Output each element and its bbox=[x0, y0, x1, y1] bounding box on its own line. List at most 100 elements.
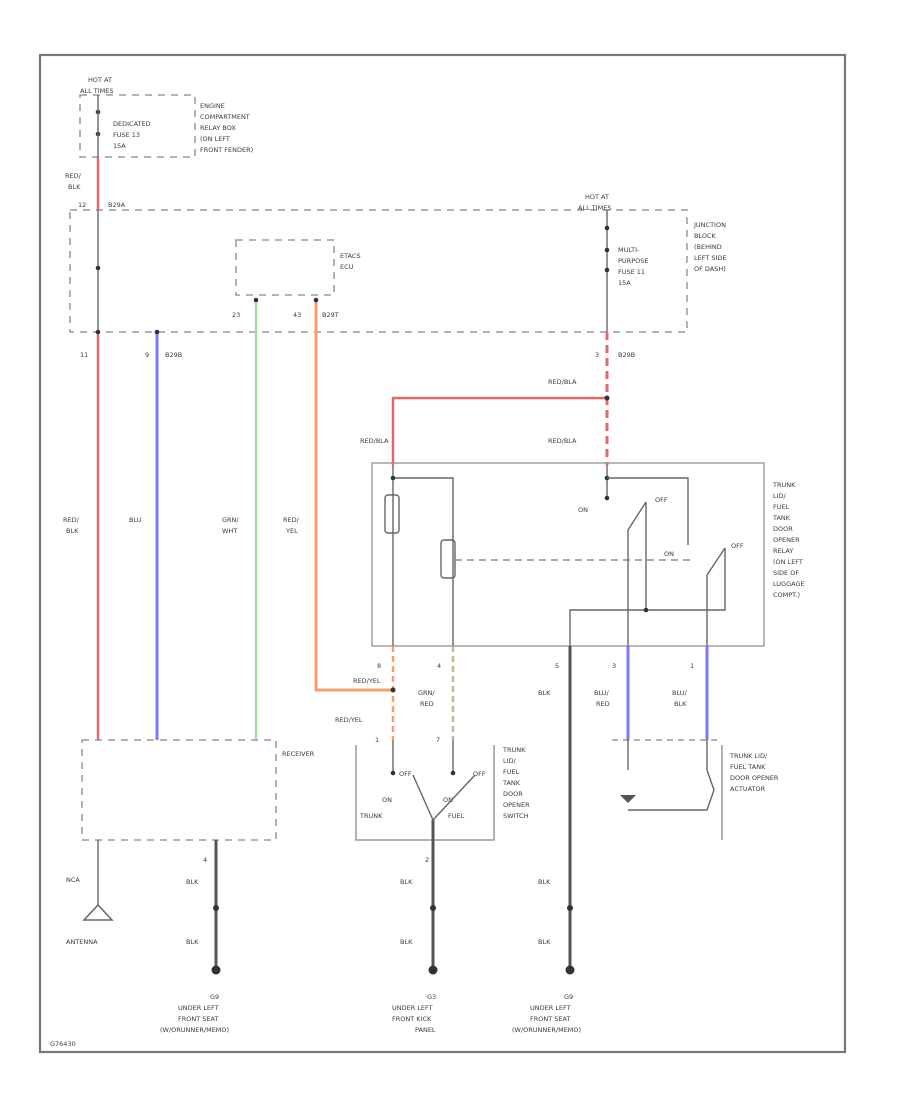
actuator-label-3: DOOR OPENER bbox=[730, 774, 779, 782]
g2-id: G3 bbox=[427, 993, 436, 1001]
relay-pin8: 8 bbox=[377, 662, 381, 670]
switch-on-b: ON bbox=[443, 796, 453, 804]
mp-fuse-node-mid bbox=[604, 247, 610, 253]
actuator-label-1: TRUNK LID/ bbox=[729, 752, 768, 760]
g1-connector bbox=[213, 905, 219, 911]
blu-blk-label-1: BLU/ bbox=[672, 689, 688, 697]
pin23-node bbox=[253, 297, 259, 303]
mp-fuse-3: FUSE 11 bbox=[618, 268, 645, 276]
ecu-label: ECU bbox=[340, 263, 354, 271]
red-blk-label-2: BLK bbox=[66, 527, 79, 535]
blk-e: BLK bbox=[538, 878, 551, 886]
g1-desc-3: (W/ORUNNER/MEMO) bbox=[160, 1026, 229, 1034]
mp-fuse-node-bottom bbox=[604, 267, 610, 273]
g2-desc-3: PANEL bbox=[415, 1026, 436, 1034]
actuator-motor-loop bbox=[628, 740, 715, 811]
relay-coil-2 bbox=[440, 539, 456, 579]
pin3-label: 3 bbox=[595, 351, 599, 359]
red-yel-label-3: RED/YEL bbox=[335, 716, 363, 724]
grn-red-label-2: RED bbox=[420, 700, 434, 708]
junction-left-node bbox=[95, 265, 101, 271]
blk-a: BLK bbox=[186, 878, 199, 886]
top-wire-label-1: RED/ bbox=[65, 172, 82, 180]
g3-desc-3: (W/ORUNNER/MEMO) bbox=[512, 1026, 581, 1034]
switch-label-4: TANK bbox=[502, 779, 521, 787]
switch-pin7: 7 bbox=[436, 736, 440, 744]
relay-coil-1 bbox=[384, 494, 400, 534]
pin9-label: 9 bbox=[145, 351, 149, 359]
g2-desc-2: FRONT KICK bbox=[392, 1015, 432, 1023]
switch-label-5: DOOR bbox=[503, 790, 523, 798]
blk-b: BLK bbox=[186, 938, 199, 946]
g3-desc-2: FRONT SEAT bbox=[530, 1015, 570, 1023]
grn-red-label-1: GRN/ bbox=[418, 689, 435, 697]
red-yel-label-1: RED/ bbox=[283, 516, 300, 524]
antenna-icon bbox=[82, 903, 114, 921]
mp-fuse-4: 15A bbox=[618, 279, 631, 287]
relay-label-2: LID/ bbox=[773, 492, 787, 500]
opener-relay-box bbox=[371, 462, 765, 647]
pin9-code: B29B bbox=[165, 351, 182, 359]
diagram-id: G76430 bbox=[50, 1040, 76, 1048]
pin11-label: 11 bbox=[80, 351, 88, 359]
jb-label-5: OF DASH) bbox=[694, 265, 726, 273]
switch-off-a: OFF bbox=[399, 770, 412, 778]
actuator-label-4: ACTUATOR bbox=[730, 785, 766, 793]
jb-label-2: BLOCK bbox=[694, 232, 717, 240]
red-bla-splice bbox=[604, 395, 610, 401]
relay-pin5: 5 bbox=[555, 662, 559, 670]
outer-frame bbox=[38, 53, 847, 1054]
relay-box-loc-5: FRONT FENDER) bbox=[200, 146, 253, 154]
switch-on-a: ON bbox=[382, 796, 392, 804]
relay-box-loc-3: RELAY BOX bbox=[200, 124, 236, 132]
relay-node-c bbox=[604, 495, 610, 501]
switch-pin2: 2 bbox=[425, 856, 429, 864]
g2-connector bbox=[430, 905, 436, 911]
relay-on1: ON bbox=[578, 506, 588, 514]
receiver-pin4: 4 bbox=[203, 856, 207, 864]
relay-pin3: 3 bbox=[612, 662, 616, 670]
etacs-label: ETACS bbox=[340, 252, 361, 260]
relay-labels: TRUNK LID/ FUEL TANK DOOR OPENER RELAY (… bbox=[772, 481, 805, 599]
fuse13-line3: 15A bbox=[113, 142, 126, 150]
relay-box-loc-2: COMPARTMENT bbox=[200, 113, 250, 121]
pin43-code: B29T bbox=[322, 311, 339, 319]
jb-hot-at: HOT AT bbox=[585, 193, 609, 201]
blu-label: BLU bbox=[129, 516, 142, 524]
jb-hot-at-times: ALL TIMES bbox=[578, 204, 611, 212]
pin23-label: 23 bbox=[232, 311, 240, 319]
relay-ground-bus bbox=[569, 548, 726, 646]
switch-label-2: LID/ bbox=[503, 757, 517, 765]
red-yel-splice bbox=[390, 687, 396, 693]
relay-off1: OFF bbox=[655, 496, 668, 504]
relay-pin4: 4 bbox=[437, 662, 441, 670]
g2-desc-1: UNDER LEFT bbox=[392, 1004, 433, 1012]
red-bla-label-3: RED/BLA bbox=[548, 437, 577, 445]
g3-desc-1: UNDER LEFT bbox=[530, 1004, 571, 1012]
switch-label-7: SWITCH bbox=[503, 812, 529, 820]
receiver-label: RECEIVER bbox=[282, 750, 315, 758]
g1-desc-2: FRONT SEAT bbox=[178, 1015, 218, 1023]
red-yel-label-2: YEL bbox=[285, 527, 298, 535]
relay-label-4: TANK bbox=[772, 514, 791, 522]
relay-off2: OFF bbox=[731, 542, 744, 550]
relay-internal-coil2 bbox=[393, 477, 454, 646]
red-blk-label-1: RED/ bbox=[63, 516, 80, 524]
mp-fuse-2: PURPOSE bbox=[618, 257, 648, 265]
relay-label-8: (ON LEFT bbox=[773, 558, 803, 566]
red-bla-label-1: RED/BLA bbox=[548, 378, 577, 386]
g1-ground-icon bbox=[211, 965, 221, 975]
blu-red-label-2: RED bbox=[596, 700, 610, 708]
switch-trunk: TRUNK bbox=[359, 812, 383, 820]
pin43-node bbox=[313, 297, 319, 303]
receiver-box bbox=[81, 739, 277, 841]
red-yel-wire bbox=[314, 300, 393, 692]
g1-desc-1: UNDER LEFT bbox=[178, 1004, 219, 1012]
relay-switch-2 bbox=[706, 547, 726, 576]
g3-ground-icon bbox=[565, 965, 575, 975]
pin12-label: 12 bbox=[78, 201, 86, 209]
switch-fuel: FUEL bbox=[448, 812, 465, 820]
antenna-wire-label: NCA bbox=[66, 876, 80, 884]
